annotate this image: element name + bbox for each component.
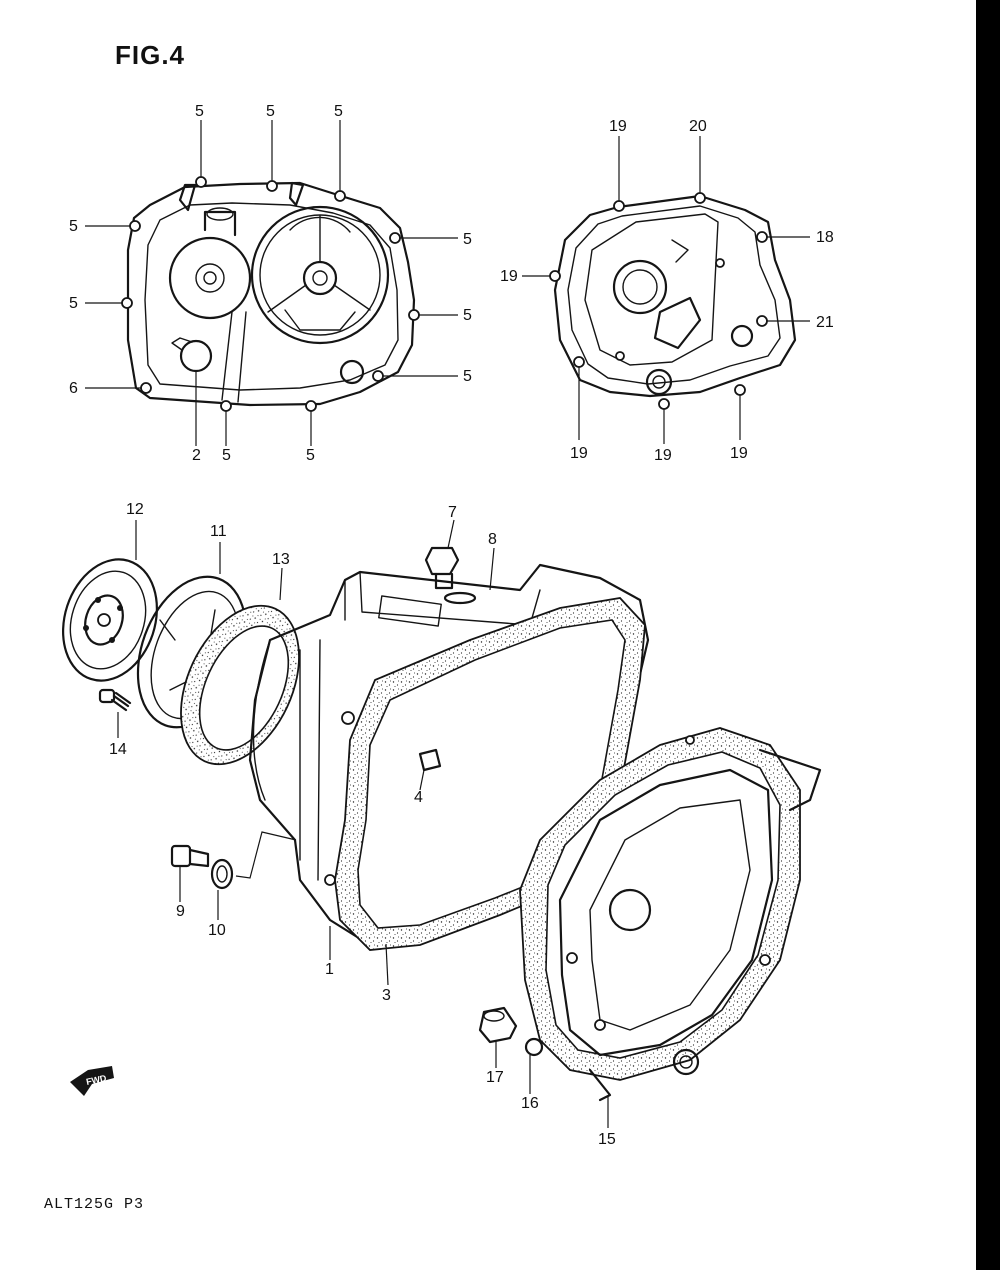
drive-plate: [62, 558, 158, 682]
callout-12: 12: [126, 501, 144, 518]
callout-15: 15: [598, 1131, 616, 1148]
callout-5: 5: [306, 447, 315, 464]
dowel-4: [418, 748, 442, 772]
leaders-bottom: [117, 519, 609, 1128]
callout-19: 19: [609, 118, 627, 135]
callout-5: 5: [463, 307, 472, 324]
figure-title: FIG.4: [115, 40, 186, 70]
callout-16: 16: [521, 1095, 539, 1112]
callout-11: 11: [210, 523, 227, 540]
callout-10: 10: [208, 922, 226, 939]
callout-6: 6: [69, 380, 78, 397]
callout-5: 5: [195, 103, 204, 120]
callout-5: 5: [222, 447, 231, 464]
callout-13: 13: [272, 551, 290, 568]
crankcase-cover-15: [519, 727, 822, 1102]
plug-7: [424, 546, 477, 605]
callout-19: 19: [500, 268, 518, 285]
callout-5: 5: [463, 368, 472, 385]
callout-21: 21: [816, 314, 834, 331]
footer-code: ALT125G P3: [44, 1196, 145, 1213]
callout-8: 8: [488, 531, 497, 548]
right-crankcase-cover: [121, 176, 420, 412]
callout-5: 5: [266, 103, 275, 120]
callout-2: 2: [192, 447, 201, 464]
callout-5: 5: [69, 218, 78, 235]
drain-bolt-9: [170, 831, 297, 890]
callout-labels: 5 5 5 5 5 5 5 6 5 2 5 5 19 20 18 19 21 1…: [69, 103, 834, 1148]
fwd-badge-text: FWD: [85, 1073, 108, 1087]
scan-edge: [976, 0, 1000, 1270]
callout-19: 19: [654, 447, 672, 464]
round-gasket: [180, 604, 300, 766]
callout-18: 18: [816, 229, 834, 246]
callout-20: 20: [689, 118, 707, 135]
callout-5: 5: [334, 103, 343, 120]
callout-4: 4: [414, 789, 423, 806]
leaders-top-right: [522, 136, 810, 444]
callout-19: 19: [570, 445, 588, 462]
leaders-top-left: [85, 120, 458, 446]
dowel-17: [478, 1006, 544, 1057]
callout-9: 9: [176, 903, 185, 920]
callout-7: 7: [448, 504, 457, 521]
callout-5: 5: [69, 295, 78, 312]
inner-cover: [549, 192, 797, 410]
callout-14: 14: [109, 741, 127, 758]
callout-3: 3: [382, 987, 391, 1004]
callout-5: 5: [463, 231, 472, 248]
callout-1: 1: [325, 961, 334, 978]
fwd-arrow-icon: FWD: [70, 1066, 114, 1096]
callout-17: 17: [486, 1069, 504, 1086]
callout-19: 19: [730, 445, 748, 462]
bolt-14: [98, 688, 132, 712]
